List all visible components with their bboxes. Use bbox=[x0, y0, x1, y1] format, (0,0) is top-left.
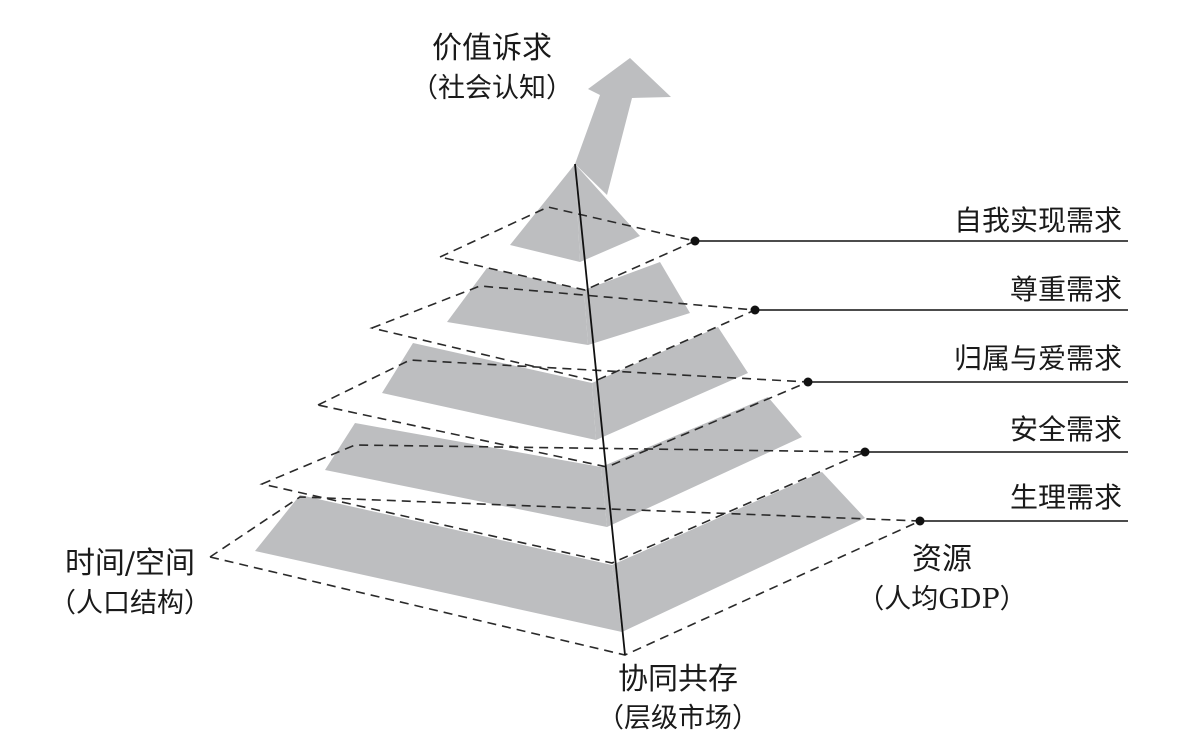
top-label-subtitle: （社会认知） bbox=[411, 73, 573, 104]
tier-3-right-face bbox=[592, 327, 748, 440]
tier-1-left-face bbox=[510, 164, 580, 262]
tier-1-right-face bbox=[575, 164, 640, 262]
leader-dot-5 bbox=[915, 516, 925, 526]
left-label-title: 时间/空间 bbox=[65, 546, 195, 581]
level-label-5: 生理需求 bbox=[1010, 481, 1122, 514]
leader-dot-2 bbox=[750, 305, 760, 315]
plane-1 bbox=[437, 206, 698, 291]
tier-5-left-face bbox=[255, 495, 622, 632]
tier-2-right-face bbox=[584, 262, 690, 345]
level-label-3: 归属与爱需求 bbox=[954, 342, 1122, 375]
level-leaders bbox=[690, 236, 1128, 526]
left-label-subtitle: （人口结构） bbox=[49, 588, 211, 619]
leader-dot-1 bbox=[690, 236, 700, 246]
central-axis bbox=[574, 163, 626, 656]
bottom-label-subtitle: （层级市场） bbox=[597, 703, 759, 734]
right-label-title: 资源 bbox=[912, 542, 972, 577]
tier-5-right-face bbox=[612, 472, 865, 632]
tier-4-left-face bbox=[325, 423, 607, 527]
right-label-subtitle: （人均GDP） bbox=[857, 584, 1026, 615]
upward-arrow bbox=[575, 58, 671, 195]
leader-dot-3 bbox=[803, 377, 813, 387]
tier-3-left-face bbox=[382, 343, 596, 440]
pyramid-tiers bbox=[255, 164, 865, 632]
bottom-label-title: 协同共存 bbox=[618, 662, 738, 697]
tier-4-right-face bbox=[601, 397, 802, 527]
tier-2-left-face bbox=[447, 268, 588, 345]
level-labels: 自我实现需求 尊重需求 归属与爱需求 安全需求 生理需求 bbox=[954, 204, 1122, 514]
level-label-4: 安全需求 bbox=[1010, 413, 1122, 446]
top-label-title: 价值诉求 bbox=[432, 31, 552, 66]
plane-4 bbox=[259, 444, 866, 564]
level-label-1: 自我实现需求 bbox=[954, 204, 1122, 237]
level-label-2: 尊重需求 bbox=[1010, 273, 1122, 306]
leader-dot-4 bbox=[860, 447, 870, 457]
